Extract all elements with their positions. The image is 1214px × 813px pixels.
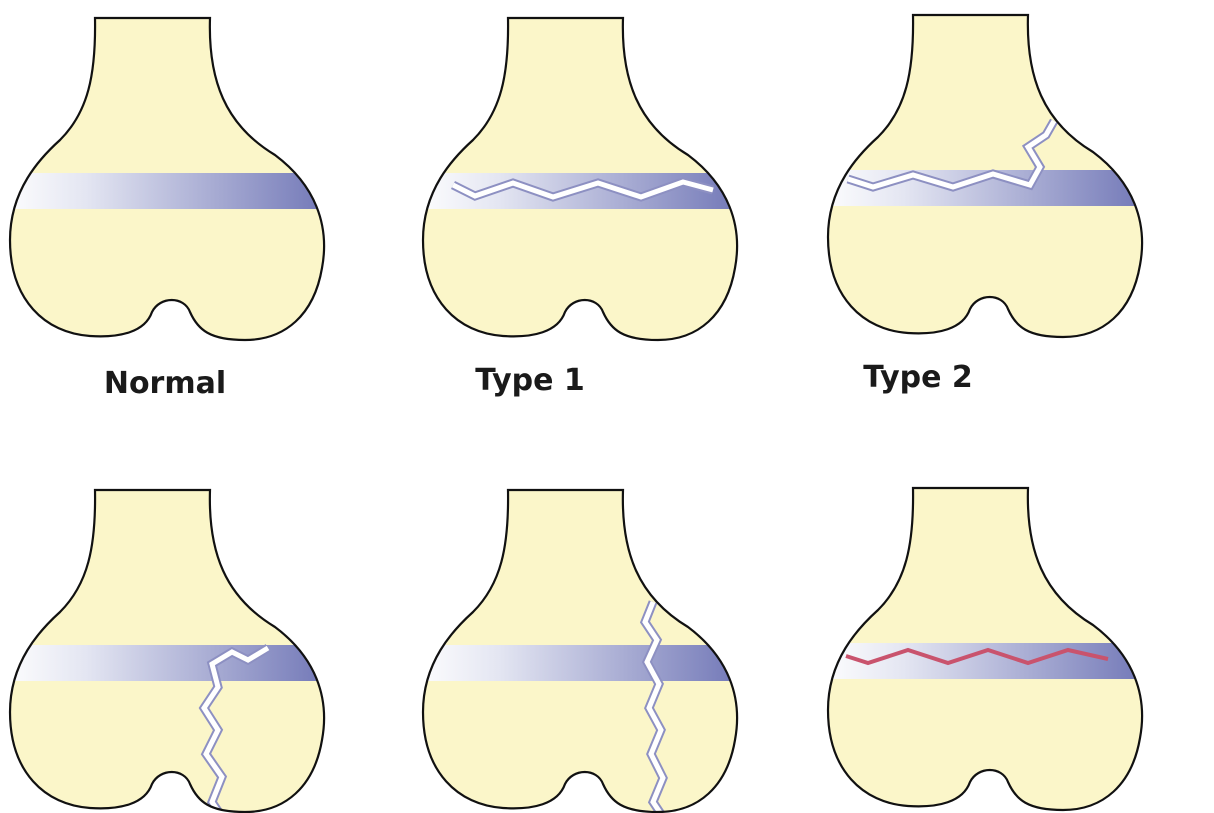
bone-panel-type1 <box>413 18 753 340</box>
panel-label-normal: Normal <box>104 366 226 401</box>
panel-label-type1: Type 1 <box>475 363 585 398</box>
labels-layer: Normal Type 1 Type 2 <box>104 360 973 401</box>
bone-interior <box>818 643 1158 679</box>
bone-interior <box>0 173 340 209</box>
bone-panel-type4 <box>413 490 753 813</box>
growth-plate <box>413 645 753 681</box>
bone-panel-type5 <box>818 488 1158 810</box>
growth-plate <box>0 645 340 681</box>
bone-interior <box>413 173 753 209</box>
panels-layer <box>0 15 1158 813</box>
bone-panel-normal <box>0 18 340 340</box>
panel-label-type2: Type 2 <box>863 360 973 395</box>
growth-plate <box>0 173 340 209</box>
bone-panel-type2 <box>818 15 1158 337</box>
bone-panel-type3 <box>0 490 340 813</box>
